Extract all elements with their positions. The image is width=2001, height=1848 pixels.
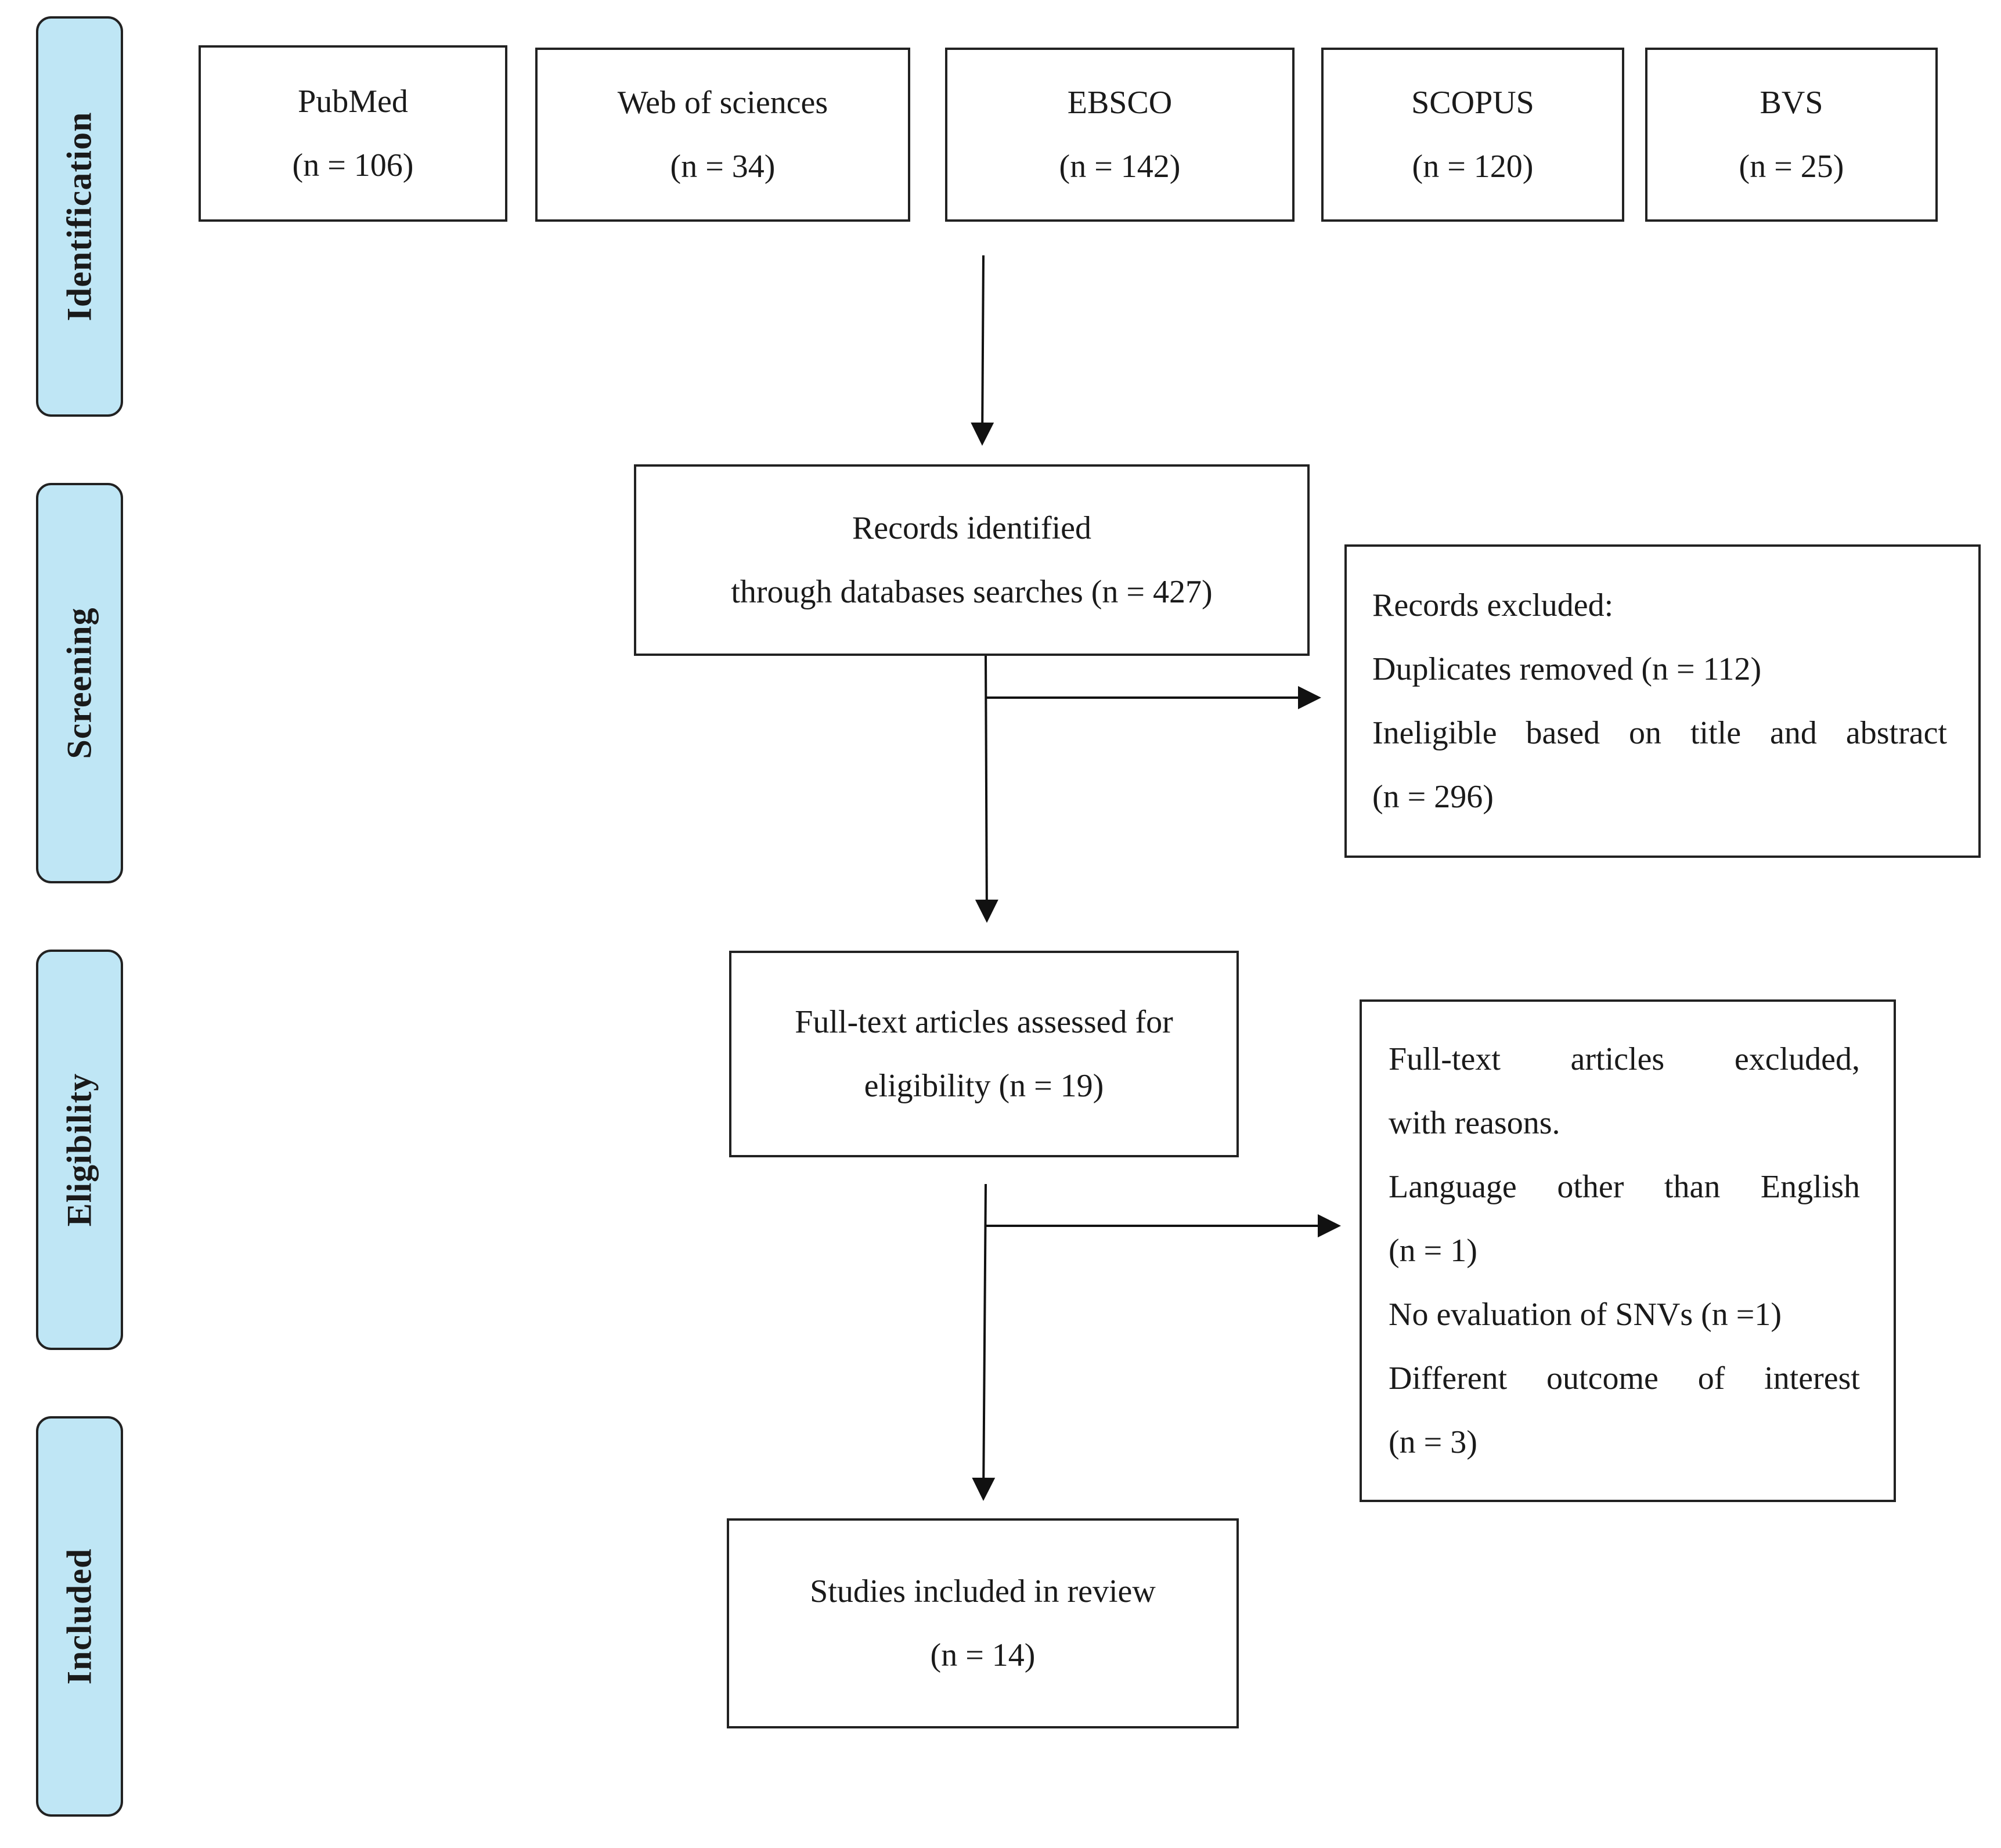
records-identified-line2: through databases searches (n = 427) [731,574,1213,610]
source-name: Web of sciences [617,85,828,121]
arrow-records-to-assessed [975,655,998,923]
studies-included-line2: (n = 14) [930,1637,1036,1673]
phase-eligibility: Eligibility [36,950,123,1350]
records-excluded-line3: Ineligible based on title and abstract [1372,715,1947,751]
source-box-web-of-sciences: Web of sciences (n = 34) [535,48,910,222]
records-excluded-line4: (n = 296) [1372,779,1494,815]
full-text-excluded-line4: (n = 1) [1389,1233,1477,1269]
studies-included-line1: Studies included in review [810,1573,1156,1609]
phase-included: Included [36,1416,123,1817]
source-name: BVS [1760,85,1823,121]
full-text-excluded-line1: Full-text articles excluded, [1389,1041,1860,1077]
full-text-excluded-line6: Different outcome of interest [1389,1360,1860,1396]
full-text-assessed-line1: Full-text articles assessed for [795,1004,1173,1040]
source-name: EBSCO [1067,85,1173,121]
source-box-ebsco: EBSCO (n = 142) [945,48,1295,222]
full-text-excluded-line7: (n = 3) [1389,1424,1477,1460]
arrow-assessed-to-included [972,1183,996,1501]
source-name: PubMed [298,84,408,120]
full-text-excluded-box: Full-text articles excluded, with reason… [1360,999,1896,1502]
source-name: SCOPUS [1411,85,1534,121]
source-box-bvs: BVS (n = 25) [1645,48,1938,222]
studies-included-box: Studies included in review (n = 14) [727,1518,1239,1728]
records-identified-line1: Records identified [852,510,1092,546]
full-text-assessed-line2: eligibility (n = 19) [864,1068,1104,1104]
source-count: (n = 106) [292,147,414,183]
full-text-excluded-line2: with reasons. [1389,1105,1560,1141]
phase-screening: Screening [36,483,123,883]
source-box-scopus: SCOPUS (n = 120) [1321,48,1624,222]
records-identified-box: Records identified through databases sea… [634,464,1310,656]
source-count: (n = 34) [670,149,776,185]
source-box-pubmed: PubMed (n = 106) [199,45,507,222]
full-text-assessed-box: Full-text articles assessed for eligibil… [729,951,1239,1157]
source-count: (n = 25) [1739,149,1844,185]
full-text-excluded-line3: Language other than English [1389,1169,1860,1205]
source-count: (n = 120) [1412,149,1534,185]
phase-identification: Identification [36,16,123,417]
arrow-sources-to-records [971,255,994,446]
records-excluded-box: Records excluded: Duplicates removed (n … [1344,544,1981,858]
source-count: (n = 142) [1059,149,1181,185]
full-text-excluded-line5: No evaluation of SNVs (n =1) [1389,1297,1782,1333]
records-excluded-line2: Duplicates removed (n = 112) [1372,651,1762,687]
records-excluded-line1: Records excluded: [1372,587,1614,623]
